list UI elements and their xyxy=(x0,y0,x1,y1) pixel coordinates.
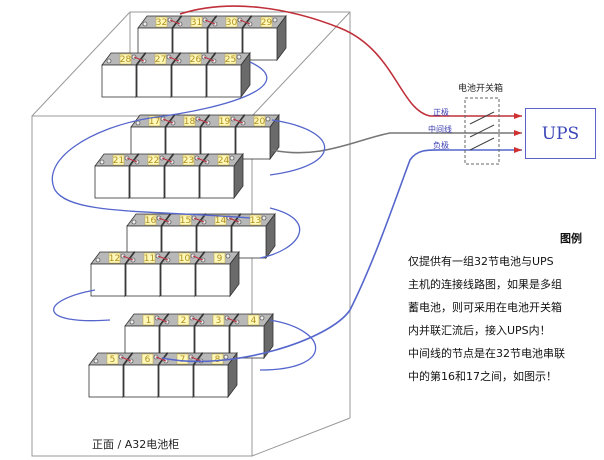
battery-number: 21 xyxy=(113,156,124,166)
battery-number: 29 xyxy=(261,18,273,28)
cabinet-caption: 正面 / A32电池柜 xyxy=(92,438,180,451)
arrow-head xyxy=(514,130,522,136)
legend-note: 仅提供有一组32节电池与UPS 主机的连接线路图，如果是多组 蓄电池，则可采用在… xyxy=(408,250,598,388)
battery-number: 3 xyxy=(216,316,222,326)
battery-number: 20 xyxy=(254,117,266,127)
battery-cell: 4 xyxy=(229,312,274,360)
connection-wires xyxy=(51,5,522,371)
legend-title: 图例 xyxy=(560,232,582,245)
legend-line: 内并联汇流后，接入UPS内！ xyxy=(408,324,551,337)
battery-number: 18 xyxy=(184,117,196,127)
battery-cell: 13 xyxy=(231,212,276,260)
legend-line: 主机的连接线路图，如果是多组 xyxy=(408,278,562,291)
legend-line: 中的第16和17之间，如图示！ xyxy=(408,370,557,383)
battery-number: 22 xyxy=(148,156,159,166)
battery-number: 31 xyxy=(191,18,202,28)
positive-label: 正极 xyxy=(433,108,449,117)
battery-number: 25 xyxy=(225,55,236,65)
battery-cell: 24 xyxy=(199,152,244,200)
battery-number: 19 xyxy=(219,117,231,127)
series-links xyxy=(126,118,244,163)
series-links xyxy=(133,19,251,62)
battery-number: 28 xyxy=(120,55,132,65)
battery-number: 6 xyxy=(145,355,151,365)
battery-number: 27 xyxy=(155,55,166,65)
battery-number: 17 xyxy=(149,117,160,127)
legend-line: 仅提供有一组32节电池与UPS xyxy=(408,255,554,268)
link-wire xyxy=(53,289,111,322)
legend-line: 中间线的节点是在32节电池串联 xyxy=(408,347,565,360)
battery-number: 10 xyxy=(179,254,191,264)
battery-cell: 11 xyxy=(125,250,170,298)
battery-number: 32 xyxy=(156,18,167,28)
battery-number: 12 xyxy=(109,254,120,264)
battery-number: 15 xyxy=(180,216,191,226)
battery-cell: 28 xyxy=(101,51,146,99)
battery-cell: 20 xyxy=(235,113,280,161)
battery-cell: 9 xyxy=(195,250,240,298)
battery-number: 13 xyxy=(250,216,261,226)
ups-label: UPS xyxy=(541,123,580,144)
arrow-head xyxy=(514,147,522,153)
battery-number: 14 xyxy=(215,216,227,226)
link-wire xyxy=(259,319,317,371)
battery-number: 1 xyxy=(146,316,152,326)
negative-wire xyxy=(161,149,522,363)
battery-cell: 25 xyxy=(206,51,251,99)
link-wire xyxy=(51,61,268,219)
battery-number: 7 xyxy=(180,355,186,365)
switch-box-title: 电池开关箱 xyxy=(458,84,504,94)
battery-number: 24 xyxy=(218,156,230,166)
battery-number: 9 xyxy=(217,254,223,264)
middle-label: 中间线 xyxy=(428,125,452,134)
battery-number: 5 xyxy=(110,355,116,365)
battery-number: 23 xyxy=(183,156,194,166)
battery-number: 16 xyxy=(145,216,157,226)
battery-number: 2 xyxy=(181,316,187,326)
series-links xyxy=(120,317,238,362)
arrow-head xyxy=(514,113,522,119)
legend-line: 蓄电池，则可采用在电池开关箱 xyxy=(408,301,562,314)
battery-number: 30 xyxy=(226,18,238,28)
link-wire xyxy=(259,207,301,259)
positive-wire xyxy=(179,5,522,117)
middle-wire xyxy=(271,132,522,154)
cabinet-frame xyxy=(31,11,351,457)
battery-number: 4 xyxy=(251,316,257,326)
link-wire xyxy=(269,119,326,176)
battery-number: 11 xyxy=(144,254,155,264)
switch-box xyxy=(464,97,500,165)
series-links xyxy=(122,217,240,261)
negative-label: 负极 xyxy=(433,141,449,150)
ups-box: UPS xyxy=(525,108,596,159)
battery-number: 26 xyxy=(190,55,202,65)
